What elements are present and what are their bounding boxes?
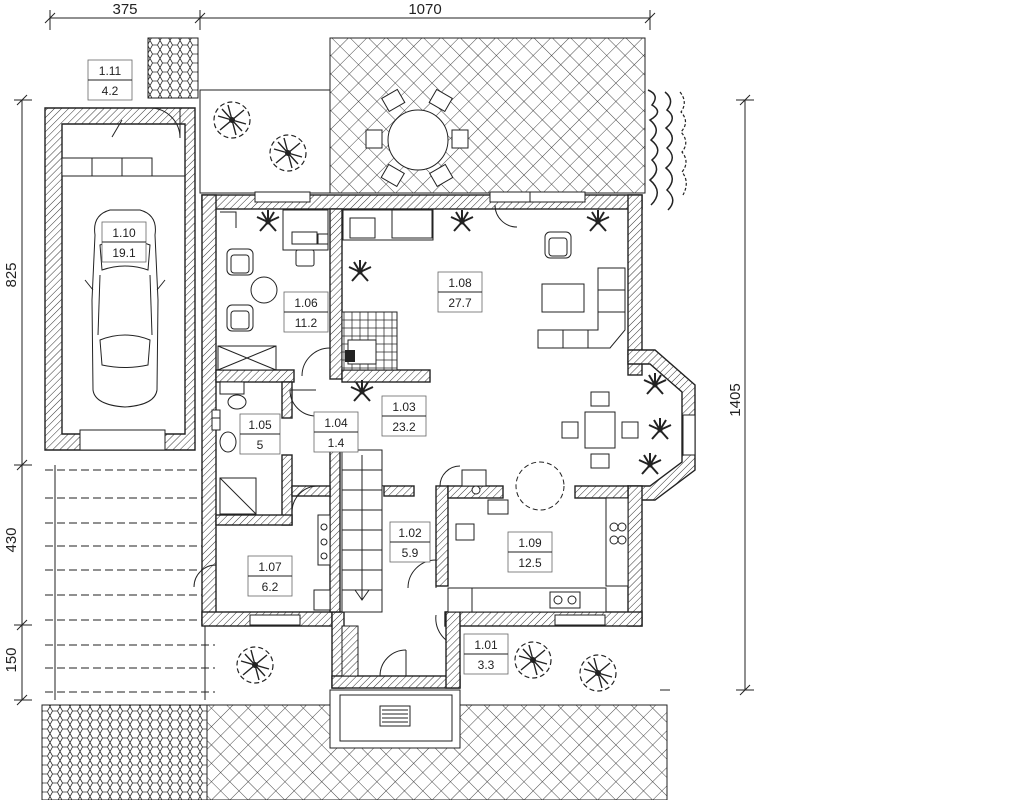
tree-icon [579, 654, 617, 692]
plant-icon [450, 209, 474, 232]
room-label: 1.04 1.4 [313, 411, 359, 453]
room-id: 1.11 [99, 64, 122, 78]
dim-top-left: 375 [112, 1, 137, 18]
tree-icon [236, 646, 274, 684]
room-area: 3.3 [478, 658, 495, 672]
room-id: 1.07 [258, 560, 282, 574]
room-label: 1.08 27.7 [437, 271, 483, 313]
room-id: 1.02 [398, 526, 422, 540]
room-area: 12.5 [518, 556, 542, 570]
room-area: 4.2 [102, 84, 119, 98]
dim-left-upper: 825 [3, 262, 20, 287]
plant-icon [638, 452, 662, 475]
room-area: 5.9 [402, 546, 419, 560]
room-id: 1.04 [324, 416, 348, 430]
plant-icon [648, 417, 672, 440]
room-area: 11.2 [295, 316, 318, 330]
fireplace [341, 311, 398, 371]
armchair-icon [544, 231, 572, 259]
room-area: 19.1 [112, 246, 136, 260]
room-id: 1.01 [474, 638, 498, 652]
study-furniture [217, 209, 329, 371]
room-label: 1.03 23.2 [381, 395, 427, 437]
plant-icon [350, 379, 374, 402]
door-mat [379, 705, 411, 727]
plant-icon [586, 209, 610, 232]
room-area: 6.2 [262, 580, 279, 594]
house-walls [201, 191, 696, 689]
armchair-icon [226, 248, 254, 276]
room-label: 1.09 12.5 [507, 531, 553, 573]
armchair-icon [226, 304, 254, 332]
tree-icon [514, 641, 552, 679]
chair-icon [295, 249, 315, 267]
plant-icon [348, 259, 372, 282]
garage [44, 107, 196, 451]
room-id: 1.05 [248, 418, 272, 432]
room-area: 27.7 [448, 296, 472, 310]
room-id: 1.06 [294, 296, 318, 310]
room-area: 1.4 [328, 436, 345, 450]
utility-fixtures [313, 514, 331, 611]
room-label: 1.01 3.3 [463, 633, 509, 675]
room-label: 1.05 5 [239, 413, 281, 455]
bathroom-fixtures [211, 381, 257, 515]
room-area: 23.2 [392, 420, 416, 434]
kitchen-furniture [447, 469, 629, 613]
room-label: 1.07 6.2 [247, 555, 293, 597]
living-furniture [342, 209, 639, 511]
dim-right-total: 1405 [727, 383, 744, 416]
tree-icon [269, 134, 307, 172]
doors [193, 204, 518, 677]
room-label: 1.02 5.9 [389, 521, 431, 563]
parking-strips [45, 465, 215, 700]
room-label: 1.10 19.1 [101, 221, 147, 263]
plant-icon [256, 209, 280, 232]
tree-icon [213, 101, 251, 139]
room-labels: 1.11 4.2 1.10 19.1 1.06 11.2 1.08 27.7 1… [87, 59, 553, 675]
dim-left-lower: 150 [3, 647, 20, 672]
dimensions: 375 1070 825 430 150 1405 [3, 1, 754, 706]
room-id: 1.03 [392, 400, 416, 414]
staircase [341, 449, 383, 677]
exterior [41, 37, 687, 800]
room-id: 1.10 [112, 226, 136, 240]
room-id: 1.09 [518, 536, 542, 550]
room-label: 1.06 11.2 [283, 291, 329, 333]
terrace-dining-set [365, 88, 469, 188]
room-area: 5 [257, 438, 264, 452]
dim-left-middle: 430 [3, 527, 20, 552]
room-label: 1.11 4.2 [87, 59, 133, 101]
room-id: 1.08 [448, 276, 472, 290]
hedge [647, 89, 687, 211]
plant-icon [643, 372, 667, 395]
dim-top-right: 1070 [408, 1, 441, 18]
